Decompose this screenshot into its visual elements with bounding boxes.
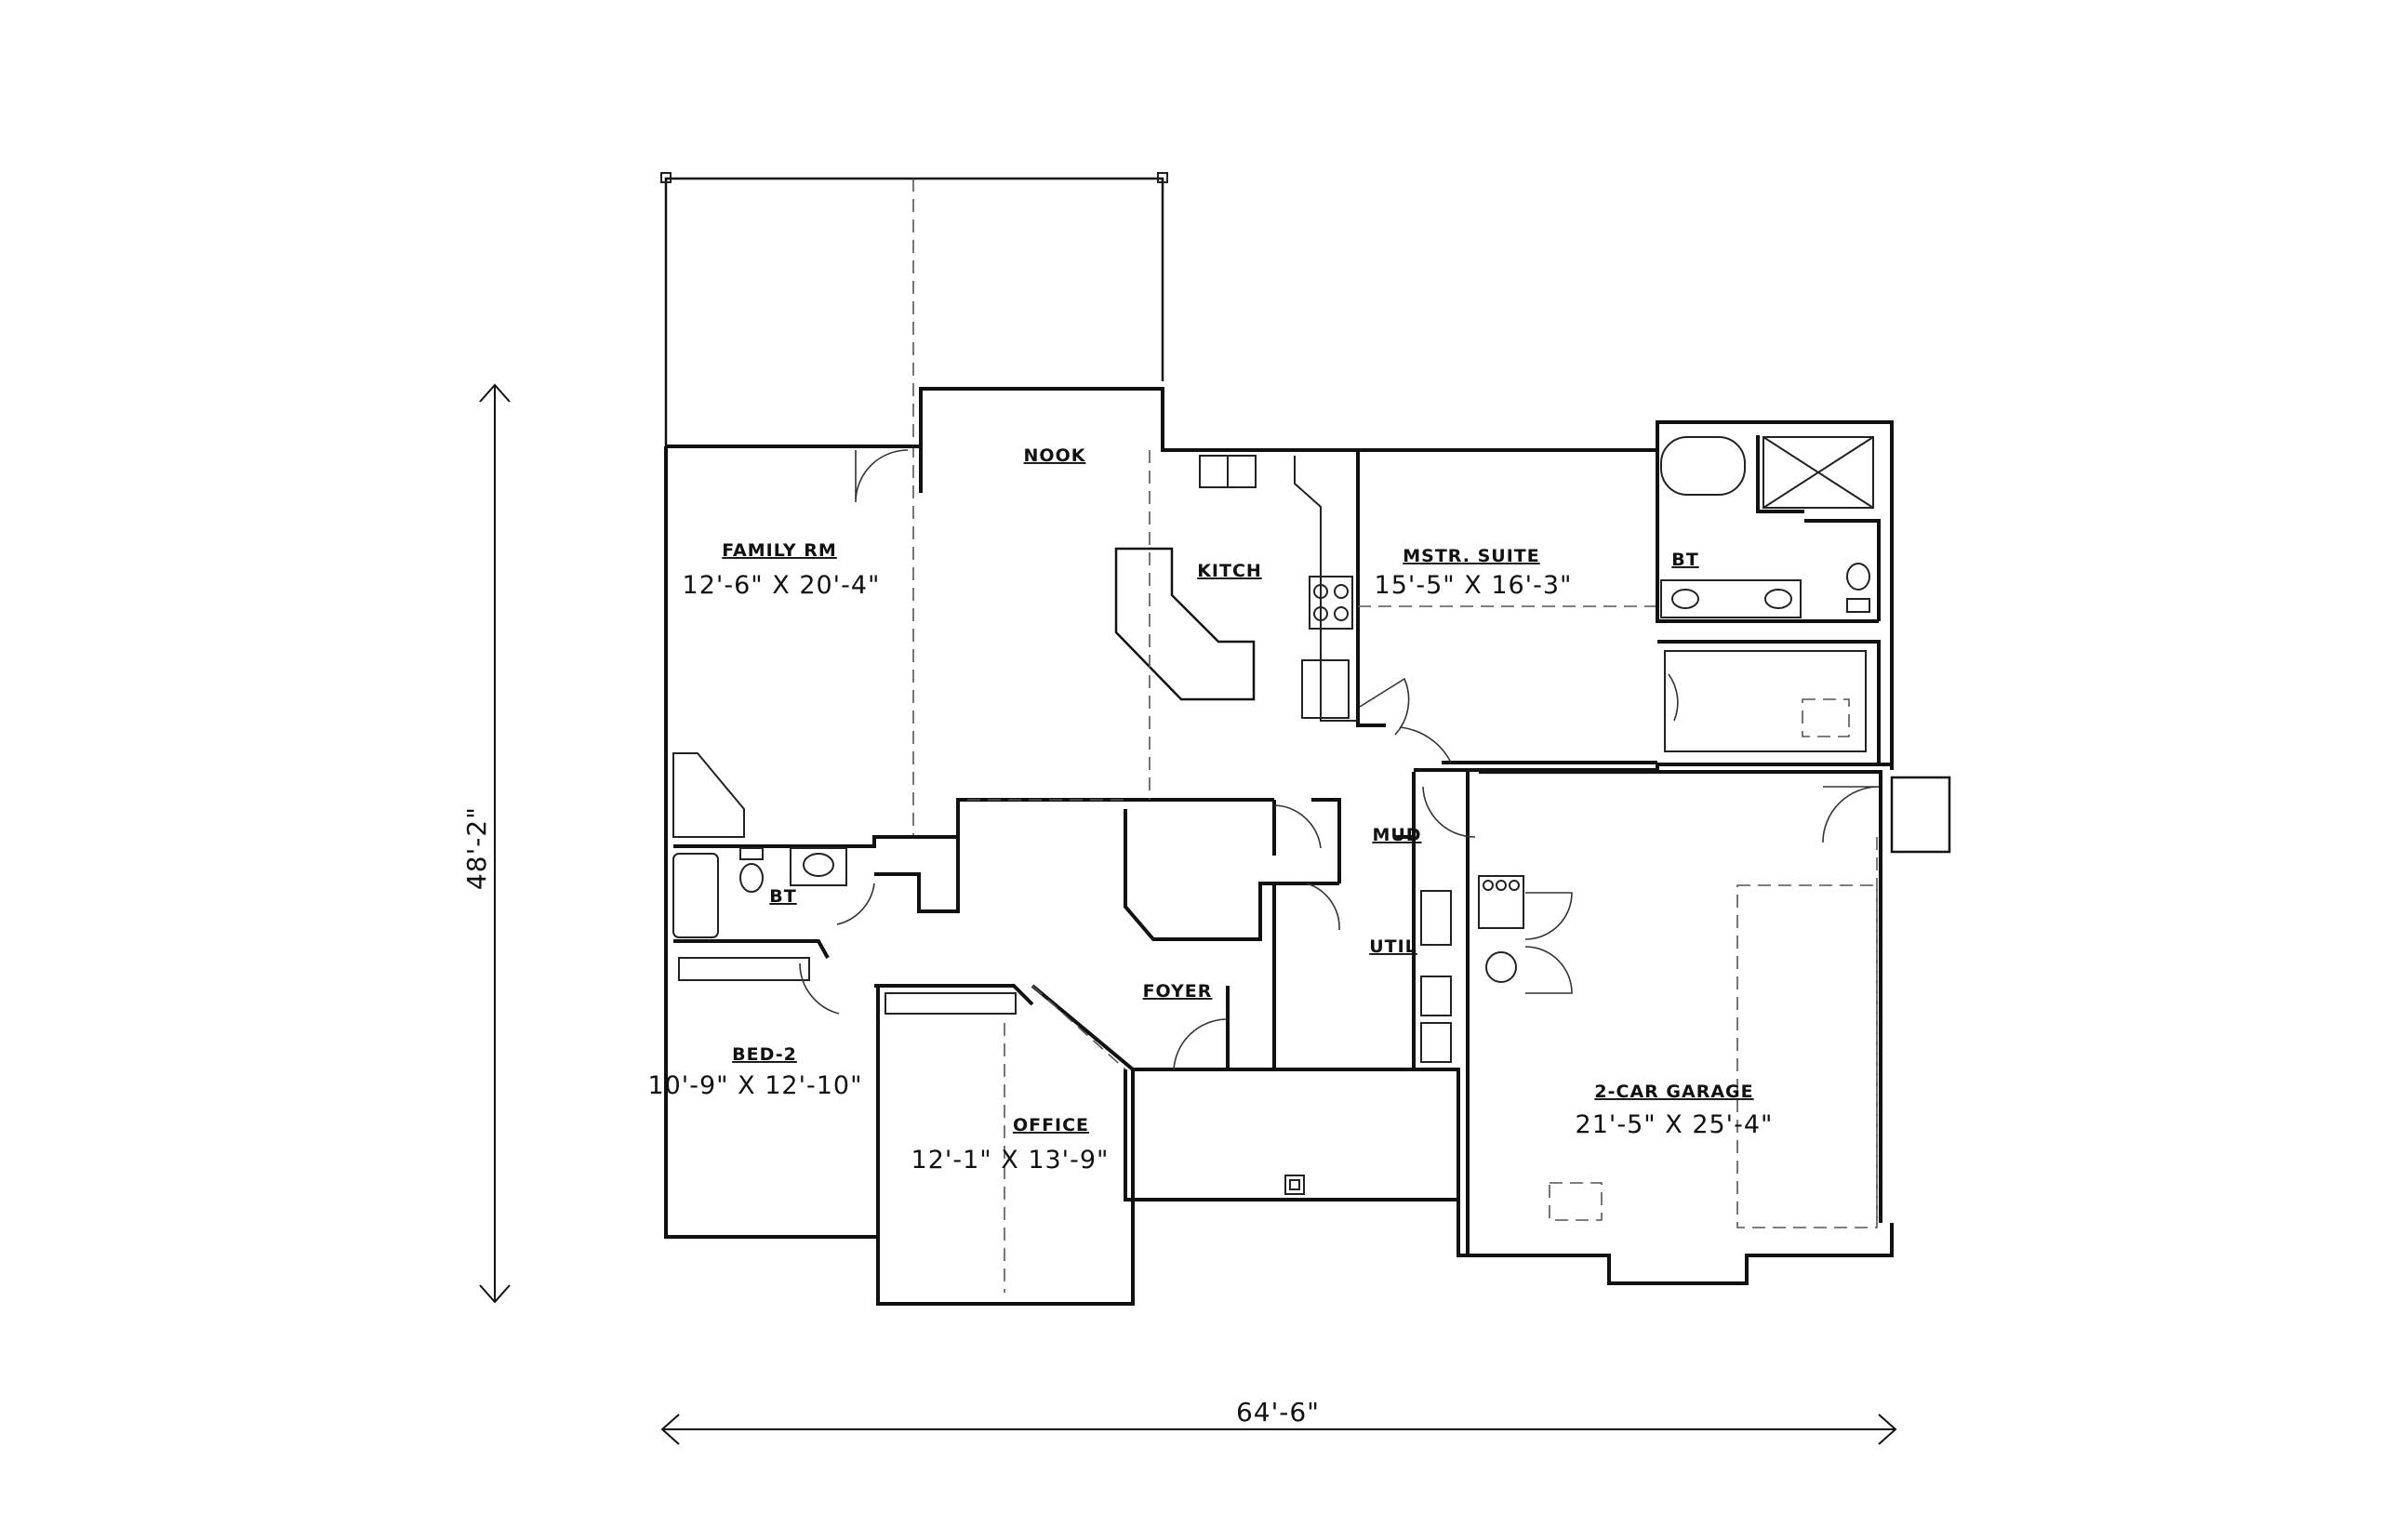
toilet-icon xyxy=(1846,563,1870,591)
depth-label: 48'-2" xyxy=(461,806,492,890)
room-label-util: UTIL xyxy=(1369,936,1417,957)
arrow-left-icon xyxy=(660,1414,680,1445)
laundry-sink-icon xyxy=(1420,890,1452,946)
room-size-master: 15'-5" X 16'-3" xyxy=(1375,571,1573,600)
room-label-family: FAMILY RM xyxy=(722,540,837,561)
water-heater-icon xyxy=(1485,951,1517,983)
soffit-lines xyxy=(967,450,1878,1293)
dimension-width: 64'-6" xyxy=(660,1397,1897,1445)
vanity-icon xyxy=(1660,579,1802,618)
bath2-sink-icon xyxy=(790,847,847,886)
door-swings xyxy=(799,449,1880,1070)
master-tub-icon xyxy=(1660,436,1746,496)
room-label-kitchen: KITCH xyxy=(1197,561,1262,581)
room-label-master-bath: BT xyxy=(1671,550,1698,570)
room-label-office: OFFICE xyxy=(1013,1115,1089,1135)
fireplace-icon xyxy=(672,752,745,838)
interior-walls xyxy=(673,422,1881,1237)
porch-post-icon xyxy=(1284,1175,1305,1195)
room-label-master: MSTR. SUITE xyxy=(1403,546,1540,566)
furnace-icon xyxy=(1478,875,1524,929)
room-size-garage: 21'-5" X 25'-4" xyxy=(1576,1110,1774,1139)
room-label-garage: 2-CAR GARAGE xyxy=(1594,1082,1753,1102)
shower-icon xyxy=(1762,436,1874,509)
room-label-bath2: BT xyxy=(769,886,796,907)
room-label-foyer: FOYER xyxy=(1143,981,1213,1002)
fixtures xyxy=(672,436,1878,1228)
room-size-office: 12'-1" X 13'-9" xyxy=(911,1146,1110,1175)
room-size-family: 12'-6" X 20'-4" xyxy=(683,571,881,600)
room-size-bed2: 10'-9" X 12'-10" xyxy=(647,1071,862,1100)
arrow-down-icon xyxy=(479,1284,511,1304)
washer-icon xyxy=(1420,976,1452,1016)
cooktop-icon xyxy=(1309,576,1353,630)
room-label-nook: NOOK xyxy=(1024,445,1086,466)
bath2-toilet-icon xyxy=(739,863,764,893)
width-label: 64'-6" xyxy=(1236,1397,1320,1427)
dryer-icon xyxy=(1420,1022,1452,1063)
kitchen-island xyxy=(1114,547,1256,701)
room-label-bed2: BED-2 xyxy=(732,1044,797,1065)
dimension-depth: 48'-2" xyxy=(461,383,511,1304)
arrow-up-icon xyxy=(479,383,511,403)
bed2-closet xyxy=(678,957,810,981)
room-label-mud: MUD xyxy=(1372,825,1421,845)
walk-in-closet xyxy=(1664,650,1867,752)
office-closet xyxy=(885,992,1017,1015)
covered-patio xyxy=(660,172,1168,837)
refrigerator-icon xyxy=(1301,659,1350,719)
exterior-walls xyxy=(664,387,1951,1306)
arrow-right-icon xyxy=(1878,1414,1897,1445)
bath2-tub-icon xyxy=(672,853,719,938)
